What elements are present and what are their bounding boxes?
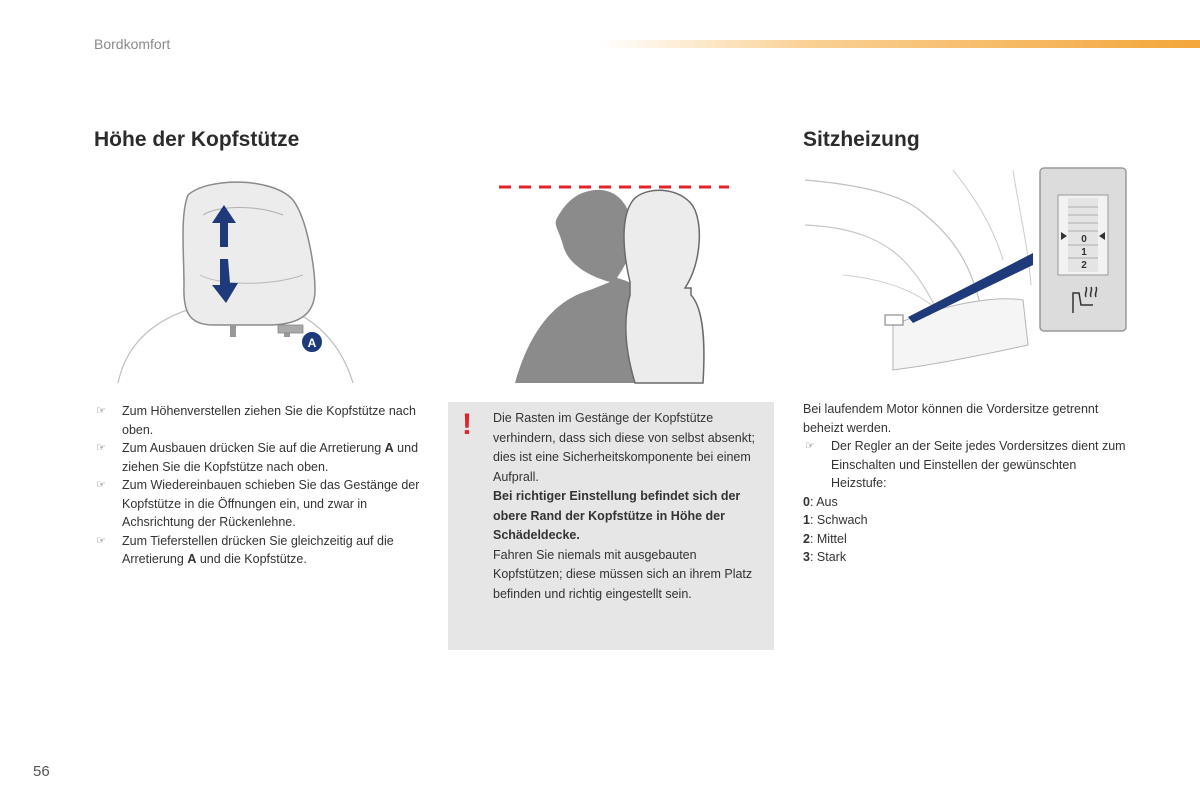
heating-levels: 0: Aus 1: Schwach 2: Mittel 3: Stark xyxy=(803,493,1133,567)
headrest-height-title: Höhe der Kopfstütze xyxy=(94,128,300,151)
heating-level-0: 0: Aus xyxy=(803,494,838,509)
dial-level-1: 1 xyxy=(1081,247,1087,258)
headrest-instructions: ☞Zum Höhenverstellen ziehen Sie die Kopf… xyxy=(94,402,424,569)
dial-level-0: 0 xyxy=(1081,234,1087,245)
heating-level-1: 1: Schwach xyxy=(803,513,868,527)
lock-label-a: A xyxy=(308,336,317,350)
seat-heating-illustration: 0 1 2 xyxy=(804,167,1127,371)
list-item: ☞Zum Wiedereinbauen schieben Sie das Ges… xyxy=(96,478,420,529)
pointer-icon: ☞ xyxy=(96,405,106,417)
warning-text-bold: Bei richtiger Einstellung befindet sich … xyxy=(493,489,741,542)
pointer-icon: ☞ xyxy=(96,534,106,547)
heating-level-2: 2: Mittel xyxy=(803,531,847,546)
headrest-illustration: A xyxy=(117,181,354,384)
seat-heating-icon xyxy=(1072,286,1098,313)
seat-heating-intro: Bei laufendem Motor können die Vordersit… xyxy=(803,402,1099,435)
list-item: ☞Zum Ausbauen drücken Sie auf die Arreti… xyxy=(96,441,419,474)
dial-level-2: 2 xyxy=(1081,260,1087,271)
list-item: ☞Der Regler an der Seite jedes Vordersit… xyxy=(805,439,1126,490)
list-item: ☞Zum Tieferstellen drücken Sie gleichzei… xyxy=(96,533,394,567)
header-accent-bar xyxy=(600,40,1200,48)
heating-level-3: 3: Stark xyxy=(803,550,847,564)
warning-text: Fahren Sie niemals mit ausgebauten Kopfs… xyxy=(493,547,753,601)
pointer-icon: ☞ xyxy=(96,442,106,454)
warning-box: ! Die Rasten im Gestänge der Kopfstütze … xyxy=(448,402,774,650)
head-position-illustration xyxy=(499,185,729,384)
warning-icon: ! xyxy=(462,408,472,441)
pointer-icon: ☞ xyxy=(805,440,815,452)
list-item: ☞Zum Höhenverstellen ziehen Sie die Kopf… xyxy=(96,404,416,437)
section-header: Bordkomfort xyxy=(94,36,171,52)
seat-heating-title: Sitzheizung xyxy=(803,128,920,151)
seat-heating-description: Bei laufendem Motor können die Vordersit… xyxy=(803,400,1133,567)
pointer-icon: ☞ xyxy=(96,479,106,491)
page-number: 56 xyxy=(33,763,50,780)
warning-text: Die Rasten im Gestänge der Kopfstütze ve… xyxy=(493,411,755,484)
